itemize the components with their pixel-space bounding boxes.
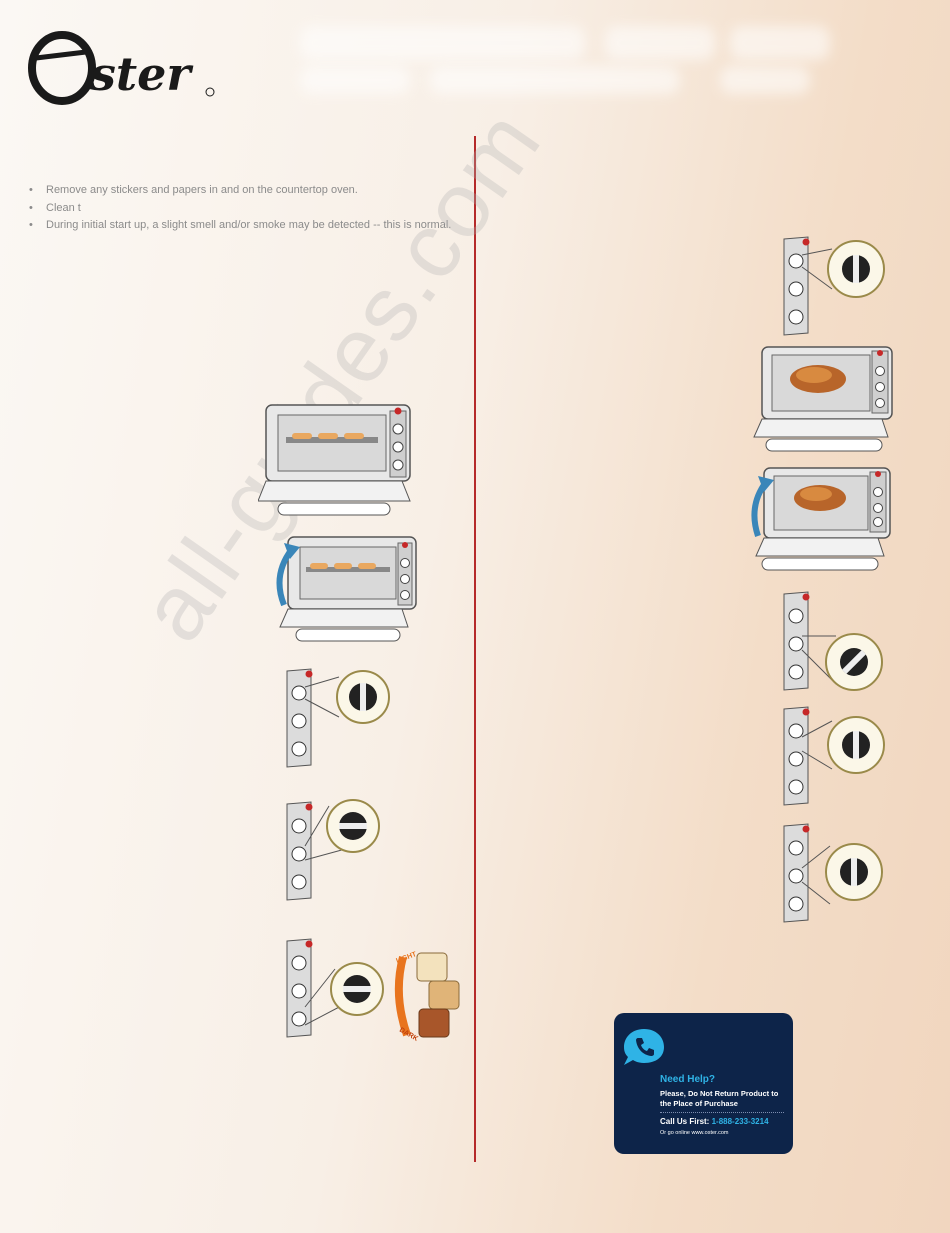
column-divider bbox=[474, 136, 476, 1162]
blurred-title bbox=[290, 22, 850, 98]
oven-door-open-illustration bbox=[258, 404, 411, 516]
oven-chicken-close-illustration bbox=[751, 467, 891, 571]
support-website[interactable]: Or go online www.oster.com bbox=[660, 1130, 729, 1136]
help-divider bbox=[660, 1112, 784, 1113]
control-knob-illustration bbox=[286, 668, 390, 768]
bullet-item: During initial start up, a slight smell … bbox=[28, 217, 468, 235]
svg-text:ster: ster bbox=[89, 47, 194, 101]
light-label: LIGHT bbox=[395, 951, 418, 965]
bullet-item: Remove any stickers and papers in and on… bbox=[28, 182, 468, 200]
bullet-item: Clean t bbox=[28, 200, 468, 218]
call-label: Call Us First: bbox=[660, 1117, 710, 1126]
do-not-return-notice: Please, Do Not Return Product to the Pla… bbox=[660, 1089, 779, 1108]
call-us-line: Call Us First: 1-888-233-3214 bbox=[660, 1117, 769, 1126]
setup-bullet-list: Remove any stickers and papers in and on… bbox=[28, 182, 468, 235]
phone-bubble-icon bbox=[624, 1029, 664, 1065]
support-phone[interactable]: 1-888-233-3214 bbox=[711, 1117, 769, 1126]
oven-door-close-illustration bbox=[276, 536, 417, 642]
control-knob-illustration bbox=[286, 799, 380, 901]
oven-chicken-illustration bbox=[753, 346, 893, 452]
control-knob-illustration bbox=[783, 591, 883, 691]
need-help-title: Need Help? bbox=[660, 1074, 716, 1085]
control-knob-illustration bbox=[783, 236, 885, 336]
control-knob-illustration bbox=[783, 823, 883, 923]
control-knob-illustration bbox=[783, 706, 885, 806]
need-help-card: Need Help? Please, Do Not Return Product… bbox=[614, 1013, 793, 1154]
oster-logo: ster bbox=[28, 31, 215, 105]
toast-shade-illustration: LIGHT DARK bbox=[286, 938, 460, 1043]
